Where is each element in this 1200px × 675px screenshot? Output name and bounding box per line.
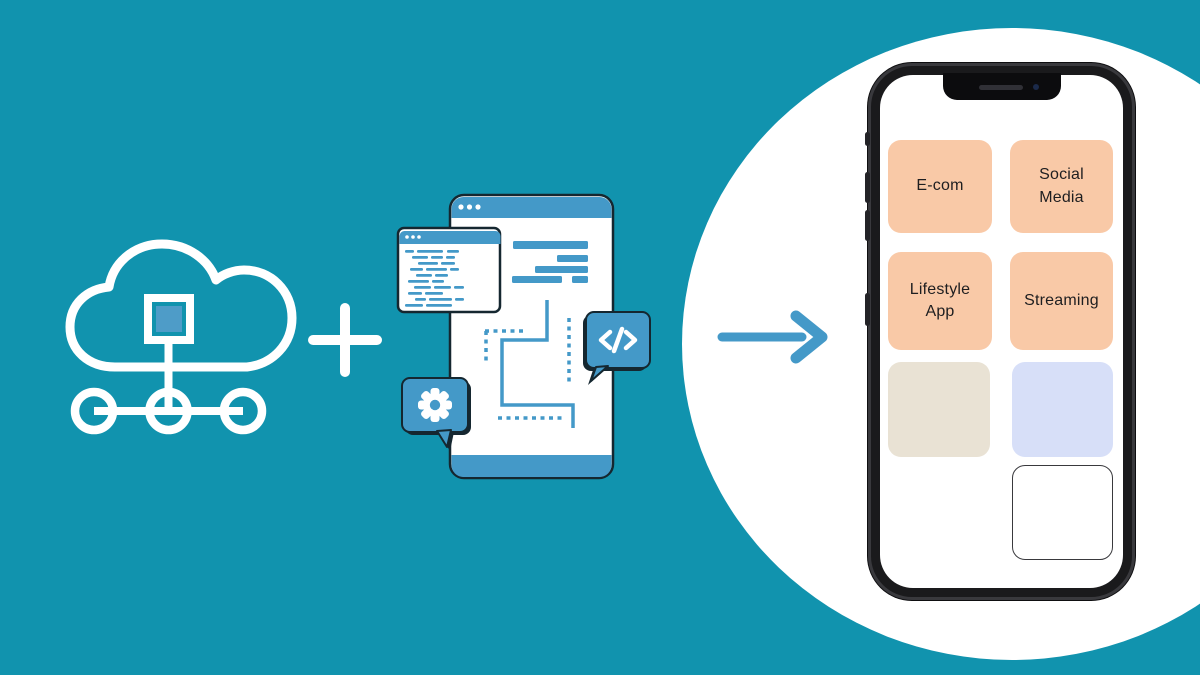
tablet-header-bar: [451, 197, 612, 218]
app-tile-label: Social Media: [1039, 166, 1084, 206]
phone-mute-button: [865, 132, 870, 146]
phone-volume-up-button: [865, 172, 870, 203]
app-tile-blank-outline: [1012, 465, 1113, 560]
text-bars: [512, 241, 588, 283]
app-tile-social: Social Media: [1010, 140, 1113, 233]
app-development-tablet-illustration: [396, 193, 651, 480]
code-window: [396, 226, 502, 314]
phone-camera-dot: [1032, 84, 1039, 90]
plus-icon: [308, 303, 382, 377]
app-tile-blank-beige: [888, 362, 990, 457]
cloud-network-icon: [65, 239, 297, 435]
app-tile-ecom: E-com: [888, 140, 992, 233]
phone-notch: [942, 73, 1061, 100]
phone-speaker: [978, 85, 1023, 90]
network-node-middle: [145, 387, 192, 435]
cloud-outline: [65, 239, 297, 372]
flowchart-lines: [484, 300, 575, 428]
app-tile-streaming: Streaming: [1010, 252, 1113, 350]
network-node-left: [70, 387, 118, 435]
arrow-right-icon: [717, 310, 828, 364]
network-node-right: [219, 387, 267, 435]
app-tile-lifestyle: Lifestyle App: [888, 252, 992, 350]
gear-bubble: [401, 377, 471, 451]
gear-icon: [418, 388, 452, 422]
code-tag-icon: [598, 326, 638, 354]
app-tile-blank-lavender: [1012, 362, 1113, 457]
phone-screen: E-com Social Media Lifestyle App Streami…: [880, 75, 1123, 588]
app-tile-label: E-com: [916, 177, 964, 195]
smartphone-mockup: E-com Social Media Lifestyle App Streami…: [865, 63, 1135, 600]
phone-power-button: [865, 293, 870, 326]
app-tile-label: Streaming: [1024, 291, 1099, 309]
code-bubble: [583, 311, 651, 385]
phone-volume-down-button: [865, 210, 870, 241]
cloud-square-node: [144, 294, 194, 344]
code-lines: [405, 250, 464, 307]
tablet-footer-bar: [451, 455, 612, 477]
app-tile-label: Lifestyle App: [909, 280, 971, 320]
